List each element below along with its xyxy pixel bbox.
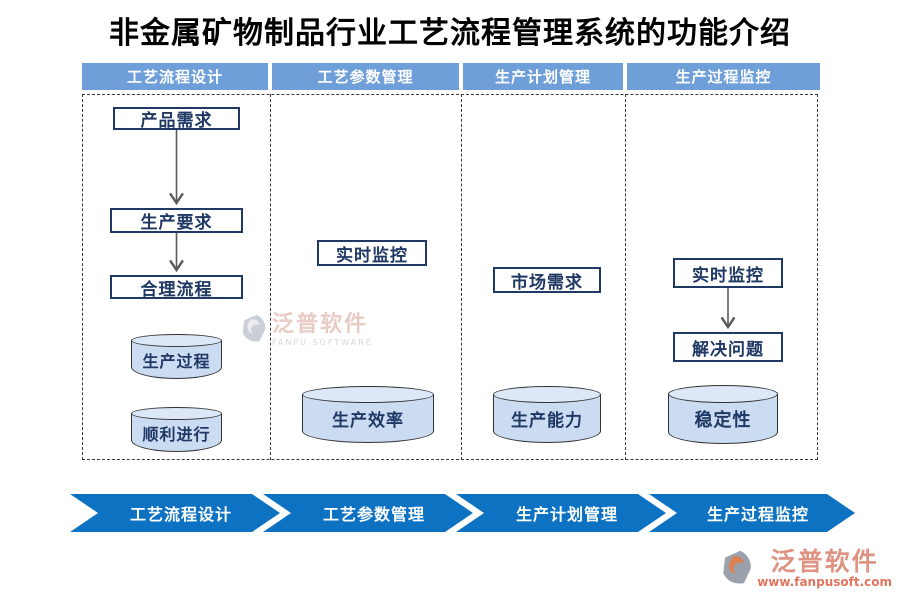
flow-box-reasonable-flow: 合理流程: [110, 275, 243, 300]
flow-box-market-demand: 市场需求: [493, 267, 601, 293]
column-header-process-param-mgmt: 工艺参数管理: [272, 63, 459, 90]
cylinder-label: 稳定性: [694, 410, 752, 431]
cylinder-production-efficiency: 生产效率: [302, 386, 434, 443]
chevron-production-plan-mgmt: 生产计划管理: [456, 494, 666, 532]
watermark: 泛普软件 FANPU SOFTWARE: [240, 313, 373, 347]
cylinder-top: [493, 386, 601, 403]
watermark-brand: 泛普软件: [272, 311, 369, 337]
cylinder-top: [668, 385, 778, 403]
flow-box-production-demand: 生产要求: [110, 208, 243, 233]
page-title: 非金属矿物制品行业工艺流程管理系统的功能介绍: [109, 16, 791, 51]
cylinder-top: [131, 407, 222, 420]
cylinder-label: 生产过程: [142, 351, 211, 371]
flow-box-product-demand: 产品需求: [113, 107, 240, 131]
cylinder-top: [302, 386, 434, 403]
watermark-subtitle: FANPU SOFTWARE: [272, 338, 373, 347]
fanpu-logo-icon-watermark: [242, 314, 266, 342]
cylinder-production-capacity: 生产能力: [493, 386, 601, 443]
cylinder-label: 生产效率: [332, 411, 404, 432]
lane-divider-2: [461, 94, 462, 460]
cylinder-smooth-progress: 顺利进行: [131, 407, 222, 452]
cylinder-top: [131, 334, 222, 347]
chevron-process-param-mgmt: 工艺参数管理: [263, 494, 473, 532]
footer-logo: 泛普软件 www.fanpusoft.com: [719, 549, 892, 588]
cylinder-label: 顺利进行: [142, 424, 211, 444]
lane-divider-1: [270, 94, 271, 460]
fanpu-logo-icon: [723, 550, 751, 584]
column-header-process-flow-design: 工艺流程设计: [82, 63, 268, 90]
column-header-production-monitoring: 生产过程监控: [627, 63, 820, 90]
cylinder-production-process: 生产过程: [131, 334, 222, 379]
lane-divider-3: [625, 94, 626, 460]
cylinder-label: 生产能力: [511, 411, 583, 432]
column-header-production-plan-mgmt: 生产计划管理: [463, 63, 623, 90]
lane-frame: [82, 94, 818, 460]
flow-box-realtime-monitor-2: 实时监控: [317, 240, 427, 266]
footer-brand-name: 泛普软件: [770, 547, 879, 576]
flow-box-solve-problems: 解决问题: [673, 332, 783, 362]
flow-box-realtime-monitor-4: 实时监控: [673, 258, 783, 288]
footer-brand-url: www.fanpusoft.com: [757, 575, 892, 589]
chevron-production-monitoring: 生产过程监控: [649, 494, 855, 532]
cylinder-stability: 稳定性: [668, 385, 778, 444]
chevron-process-flow-design: 工艺流程设计: [70, 494, 280, 532]
